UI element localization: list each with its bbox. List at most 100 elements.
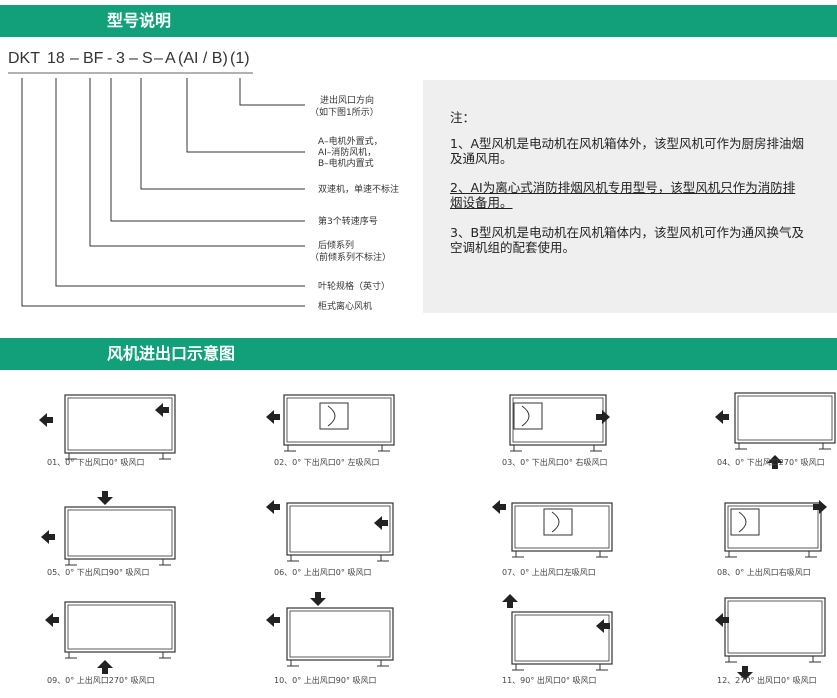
code-bf: BF — [83, 50, 104, 67]
code-ai-b: (AI / B) — [178, 50, 228, 67]
impeller-arc — [551, 511, 560, 533]
fan-foot — [65, 652, 77, 659]
fan-foot — [378, 445, 390, 452]
fan-foot — [725, 656, 737, 663]
fan-foot — [510, 445, 522, 452]
fan-foot — [284, 445, 296, 452]
code-dash-2: - — [107, 50, 113, 67]
label-cabinet: 柜式离心风机 — [318, 302, 373, 312]
impeller-arc — [327, 405, 336, 427]
fan-cabinet-inner — [286, 397, 392, 443]
leader-lines — [8, 72, 305, 307]
note-3: 3、B型风机是电动机在风机箱体内，该型风机可作为通风换气及空调机组的配套使用。 — [450, 225, 805, 255]
fan-cabinet-outline — [64, 601, 176, 653]
section-header-diagrams: 风机进出口示意图 — [0, 338, 837, 370]
fan-cabinet-outline — [64, 506, 176, 560]
diagram-caption: 11、90° 出风口0° 吸风口 — [502, 676, 597, 685]
diagram-09 — [35, 588, 185, 687]
fan-diagram-drawing — [39, 394, 176, 460]
fan-cabinet-inner — [737, 395, 833, 441]
fan-diagram-drawing — [715, 597, 826, 680]
diagram-caption: 05、0° 下出风口90° 吸风口 — [47, 568, 150, 577]
airflow-arrow-icon — [813, 500, 827, 514]
airflow-arrow-icon — [596, 410, 610, 424]
fan-foot — [377, 660, 389, 667]
motor-box — [543, 508, 573, 536]
diagram-11 — [490, 588, 640, 687]
airflow-arrow-icon — [266, 410, 280, 424]
motor-box — [319, 402, 349, 430]
fan-cabinet-inner — [67, 509, 173, 557]
diagram-caption: 03、0° 下出风口0° 右吸风口 — [502, 458, 608, 467]
notes-panel: 注： 1、A型风机是电动机在风机箱体外，该型风机可作为厨房排油烟及通风用。 2、… — [423, 80, 837, 313]
motor-box — [513, 402, 543, 430]
airflow-arrow-icon — [97, 660, 113, 674]
model-code: DKT 18 – BF - 3 – S – A (AI / B) (1) — [8, 50, 250, 284]
fan-foot — [377, 555, 389, 562]
fan-diagram-drawing — [715, 392, 836, 469]
fan-foot — [65, 453, 77, 460]
airflow-arrow-icon — [45, 613, 59, 627]
fan-foot — [596, 664, 608, 671]
section-title-model: 型号说明 — [107, 11, 172, 30]
diagram-08 — [705, 487, 837, 586]
label-impeller: 叶轮规格（英寸） — [318, 282, 391, 292]
airflow-arrow-icon — [41, 530, 55, 544]
fan-diagram-drawing — [266, 592, 394, 667]
fan-foot — [805, 551, 817, 558]
airflow-arrow-icon — [266, 613, 280, 627]
diagram-04 — [705, 385, 837, 484]
diagram-caption: 12、270° 出风口0° 吸风口 — [717, 676, 817, 685]
airflow-arrow-icon — [374, 516, 388, 530]
fan-diagram-drawing — [509, 394, 610, 452]
fan-foot — [287, 660, 299, 667]
fan-diagram-drawing — [724, 500, 827, 558]
fan-cabinet-outline — [724, 597, 826, 657]
diagram-10 — [262, 588, 412, 687]
airflow-arrow-icon — [310, 592, 326, 606]
fan-cabinet-outline — [734, 392, 836, 444]
code-s: S — [142, 50, 153, 67]
diagram-caption: 04、0° 下出风口270° 吸风口 — [717, 458, 825, 467]
label-outlet-direction-note: （如下图1所示） — [310, 108, 379, 118]
code-dash-3: – — [129, 50, 138, 67]
fan-cabinet-outline — [511, 611, 613, 665]
diagram-caption: 01、0° 下出风口0° 吸风口 — [47, 458, 145, 467]
fan-foot — [725, 551, 737, 558]
section-header-model: 型号说明 — [0, 5, 837, 37]
airflow-arrow-icon — [767, 455, 783, 469]
fan-cabinet-inner — [514, 505, 610, 549]
note-2: 2、AI为离心式消防排烟风机专用型号，该型风机只作为消防排烟设备用。 — [450, 180, 796, 210]
fan-cabinet-outline — [64, 394, 176, 454]
fan-foot — [159, 559, 171, 566]
note-1: 1、A型风机是电动机在风机箱体外，该型风机可作为厨房排油烟及通风用。 — [450, 136, 805, 166]
label-motor-ai: AI–消防风机， — [318, 148, 377, 158]
airflow-arrow-icon — [715, 410, 729, 424]
fan-cabinet-outline — [286, 607, 394, 661]
label-outlet-direction: 进出风口方向 — [320, 96, 375, 106]
fan-cabinet-inner — [67, 604, 173, 650]
fan-foot — [159, 453, 171, 460]
fan-cabinet-inner — [727, 600, 823, 654]
diagram-12 — [705, 588, 837, 687]
fan-foot — [596, 551, 608, 558]
section-title-diagrams: 风机进出口示意图 — [107, 344, 236, 363]
fan-diagram-drawing — [266, 394, 395, 452]
airflow-arrow-icon — [39, 413, 53, 427]
fan-diagram-drawing — [492, 500, 613, 558]
code-1: (1) — [230, 50, 250, 67]
diagram-05 — [35, 487, 185, 586]
diagram-caption: 06、0° 上出风口0° 吸风口 — [274, 568, 372, 577]
fan-diagram-drawing — [41, 491, 176, 566]
diagram-caption: 09、0° 上出风口270° 吸风口 — [47, 676, 155, 685]
fan-diagram-drawing — [502, 594, 613, 671]
motor-box — [730, 508, 760, 536]
label-motor-b: B–电机内置式 — [318, 159, 374, 169]
diagram-03 — [490, 385, 640, 484]
diagram-caption: 07、0° 上出风口左吸风口 — [502, 568, 596, 577]
label-dual-speed: 双速机，单速不标注 — [318, 185, 400, 195]
fan-foot — [512, 551, 524, 558]
fan-foot — [735, 443, 747, 450]
fan-foot — [590, 445, 602, 452]
impeller-arc — [738, 511, 747, 533]
